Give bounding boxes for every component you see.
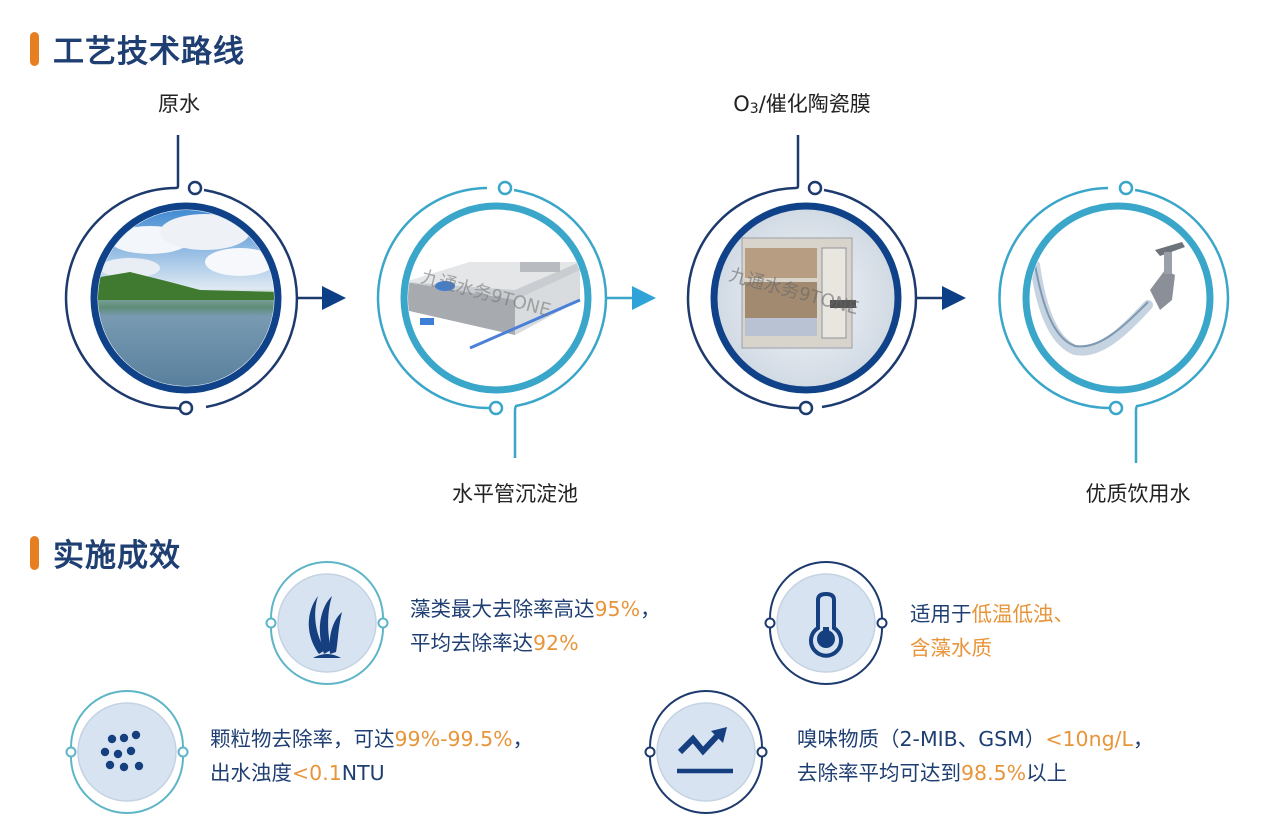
ring-node-dot <box>497 180 513 196</box>
step-label-ceramic-membrane: O3/催化陶瓷膜 <box>733 88 871 118</box>
label-o: O <box>733 92 750 116</box>
effect-circle-algae <box>265 561 389 685</box>
label-subscript: 3 <box>749 101 759 117</box>
step-label-sedimentation-tank: 水平管沉淀池 <box>452 482 578 506</box>
ring-node-dot <box>488 400 504 416</box>
highlight-value: 95% <box>594 597 641 621</box>
section-title-effects: 实施成效 <box>30 530 181 575</box>
title-accent-bar <box>30 535 39 570</box>
ring-node-dot <box>178 400 194 416</box>
highlight-value: 含藻水质 <box>910 636 992 660</box>
effect-text-algae: 藻类最大去除率高达95%， 平均去除率达92% <box>410 592 661 660</box>
step-raw-water <box>64 135 346 416</box>
trend-up-icon <box>677 727 733 774</box>
step-sedimentation-tank: 九通水务9TONE <box>376 180 656 458</box>
ring-node-dot <box>1118 180 1134 196</box>
highlight-value: <10ng/L <box>1045 727 1133 751</box>
sedimentation-tank-image: 九通水务9TONE <box>408 262 581 350</box>
inner-ring <box>90 202 282 394</box>
step-ceramic-membrane: 九通水务9TONE <box>686 135 966 416</box>
ring-node-dot <box>1108 400 1124 416</box>
highlight-value: 98.5% <box>961 761 1027 785</box>
flow-arrow-icon <box>322 286 346 310</box>
text: ， <box>640 597 661 621</box>
text: 出水浊度 <box>210 761 292 785</box>
lake-landscape-image <box>98 210 274 386</box>
flow-arrow-icon <box>632 286 656 310</box>
faucet-water-image <box>1030 242 1185 356</box>
highlight-value: 92% <box>533 631 579 655</box>
effect-text-particles: 颗粒物去除率，可达99%-99.5%， 出水浊度<0.1NTU <box>210 722 533 790</box>
inner-ring <box>1022 202 1214 394</box>
text: 藻类最大去除率高达 <box>410 597 595 621</box>
flow-arrow-icon <box>942 286 966 310</box>
effect-circle-odor <box>644 690 768 814</box>
effect-text-temperature: 适用于低温低浊、 含藻水质 <box>910 597 1074 665</box>
effect-circle-particles <box>65 690 189 814</box>
label-rest: /催化陶瓷膜 <box>758 92 871 116</box>
text: 适用于 <box>910 602 972 626</box>
text: NTU <box>341 761 385 785</box>
text: 以上 <box>1026 761 1068 785</box>
highlight-value: 低温低浊、 <box>971 602 1075 626</box>
ring-node-dot <box>187 180 203 196</box>
text: 平均去除率达 <box>410 631 533 655</box>
step-drinking-water <box>998 180 1230 463</box>
particles-icon <box>100 730 144 772</box>
text: 颗粒物去除率，可达 <box>210 727 395 751</box>
text: 去除率平均可达到 <box>797 761 961 785</box>
section-title-text: 工艺技术路线 <box>53 34 245 70</box>
step-label-drinking-water: 优质饮用水 <box>1085 482 1191 506</box>
ring-node-dot <box>798 400 814 416</box>
text: ， <box>1132 727 1154 751</box>
ring-node-dot <box>807 180 823 196</box>
section-title-text: 实施成效 <box>53 538 181 574</box>
text: ， <box>512 727 534 751</box>
effect-circle-temperature <box>764 561 888 685</box>
text: 嗅味物质（2-MIB、GSM） <box>797 727 1046 751</box>
highlight-value: 99%-99.5% <box>394 727 513 751</box>
effect-text-odor: 嗅味物质（2-MIB、GSM）<10ng/L， 去除率平均可达到98.5%以上 <box>797 722 1153 790</box>
section-title-process-route: 工艺技术路线 <box>30 26 245 71</box>
title-accent-bar <box>30 31 39 66</box>
highlight-value: <0.1 <box>292 761 342 785</box>
thermometer-icon <box>809 591 843 658</box>
step-label-raw-water: 原水 <box>158 92 200 116</box>
outer-ring-arc <box>64 135 180 410</box>
seaweed-icon <box>308 596 342 658</box>
ceramic-membrane-image: 九通水务9TONE <box>727 237 861 349</box>
